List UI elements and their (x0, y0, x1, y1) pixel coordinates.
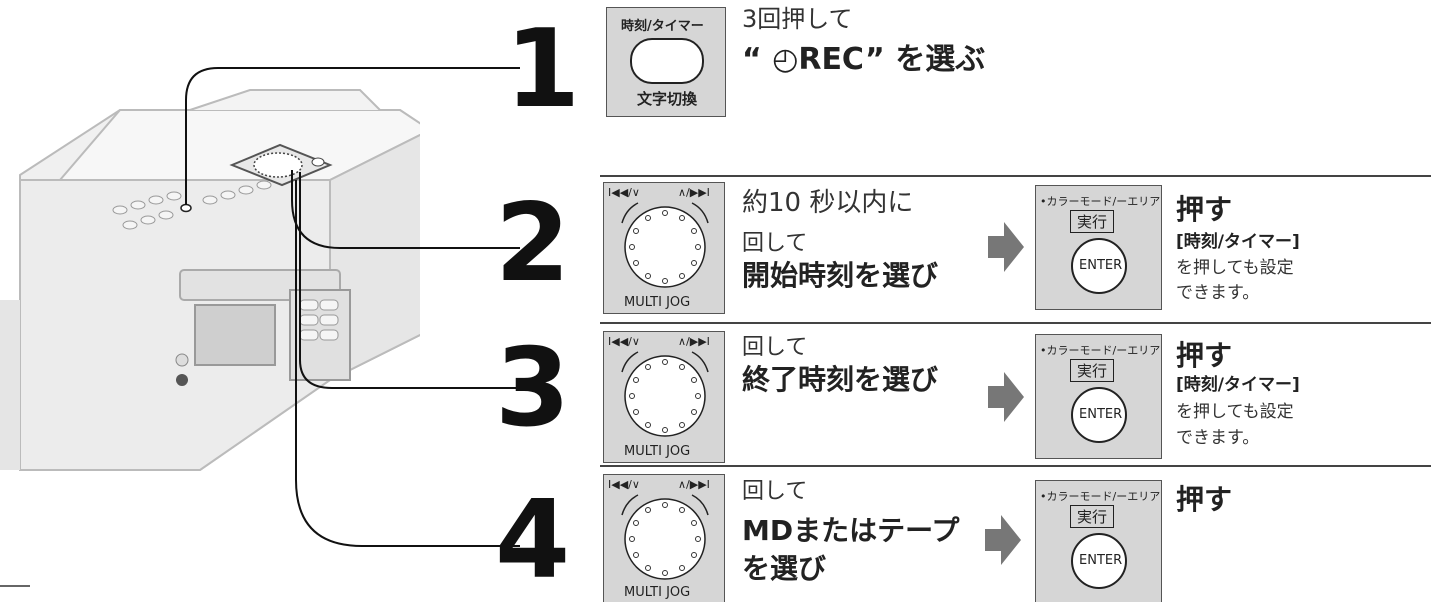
step3-enter-panel: •カラーモード/ーエリア 実行 ENTER (1035, 334, 1162, 459)
step2-enter-panel: •カラーモード/ーエリア 実行 ENTER (1035, 185, 1162, 310)
step3-jog-panel: I◀◀/∨ ∧/▶▶I MULTI JOG (603, 331, 725, 463)
step3-line2: 終了時刻を選び (742, 363, 939, 396)
step4-arrow-icon (985, 515, 1021, 565)
step4-enter-button[interactable]: ENTER (1071, 533, 1127, 589)
step2-note1: [時刻/タイマー] (1176, 232, 1300, 252)
step4-jog-left: I◀◀/∨ (608, 478, 640, 491)
step3-enter-text: ENTER (1079, 407, 1123, 422)
step3-note2: を押しても設定 (1176, 402, 1294, 422)
step4-number: 4 (495, 478, 571, 603)
step4-line3: を選び (742, 552, 827, 585)
step2-line3: 開始時刻を選び (742, 259, 939, 292)
step3-jog-dial[interactable] (624, 355, 706, 437)
step1-number: 1 (505, 7, 581, 132)
step2-number: 2 (495, 181, 571, 306)
step2-jog-panel: I◀◀/∨ ∧/▶▶I MULTI JOG (603, 182, 725, 314)
step2-jog-right: ∧/▶▶I (678, 186, 710, 199)
step4-jog-right: ∧/▶▶I (678, 478, 710, 491)
step2-note3: できます。 (1176, 283, 1260, 303)
step3-exec-label: 実行 (1070, 359, 1115, 382)
step1-line1: 3回押して (742, 5, 853, 33)
step4-jog-panel: I◀◀/∨ ∧/▶▶I MULTI JOG (603, 474, 725, 602)
step2-jog-dial[interactable] (624, 206, 706, 288)
step4-action: 押す (1176, 483, 1233, 516)
device-illustration (0, 89, 420, 471)
step2-exec-label: 実行 (1070, 210, 1115, 233)
step1-line2: “ ◴REC” を選ぶ (742, 42, 986, 77)
step4-enter-top-label: •カラーモード/ーエリア (1040, 490, 1161, 503)
step2-action: 押す (1176, 193, 1233, 226)
step4-enter-text: ENTER (1079, 553, 1123, 568)
separator-2 (600, 175, 1431, 177)
step3-enter-top-label: •カラーモード/ーエリア (1040, 344, 1161, 357)
step3-enter-button[interactable]: ENTER (1071, 387, 1127, 443)
timer-button-panel: 時刻/タイマー 文字切換 (606, 7, 726, 117)
step4-line2: MDまたはテープ (742, 514, 960, 547)
step3-jog-right: ∧/▶▶I (678, 335, 710, 348)
step4-jog-label: MULTI JOG (624, 585, 691, 600)
step2-jog-left: I◀◀/∨ (608, 186, 640, 199)
step4-line1: 回して (742, 479, 808, 504)
step2-jog-label: MULTI JOG (624, 295, 691, 310)
step2-enter-button[interactable]: ENTER (1071, 238, 1127, 294)
step2-enter-text: ENTER (1079, 258, 1123, 273)
step2-line2: 回して (742, 231, 808, 256)
step2-note2: を押しても設定 (1176, 258, 1294, 278)
leader-lines (0, 67, 520, 587)
step4-jog-dial[interactable] (624, 498, 706, 580)
timer-button[interactable] (630, 38, 704, 84)
step3-arrow-icon (988, 372, 1024, 422)
step2-arrow-icon (988, 222, 1024, 272)
step3-note3: できます。 (1176, 428, 1260, 448)
step3-number: 3 (495, 326, 571, 451)
char-switch-label: 文字切換 (637, 90, 698, 108)
step3-action: 押す (1176, 339, 1233, 372)
timer-button-label: 時刻/タイマー (621, 19, 704, 34)
step3-note1: [時刻/タイマー] (1176, 375, 1300, 395)
step3-line1: 回して (742, 335, 808, 360)
separator-3 (600, 322, 1431, 324)
step2-line1: 約10 秒以内に (742, 188, 914, 218)
step3-jog-left: I◀◀/∨ (608, 335, 640, 348)
step2-enter-top-label: •カラーモード/ーエリア (1040, 195, 1161, 208)
step3-jog-label: MULTI JOG (624, 444, 691, 459)
step4-exec-label: 実行 (1070, 505, 1115, 528)
separator-4 (600, 465, 1431, 467)
step4-enter-panel: •カラーモード/ーエリア 実行 ENTER (1035, 480, 1162, 602)
